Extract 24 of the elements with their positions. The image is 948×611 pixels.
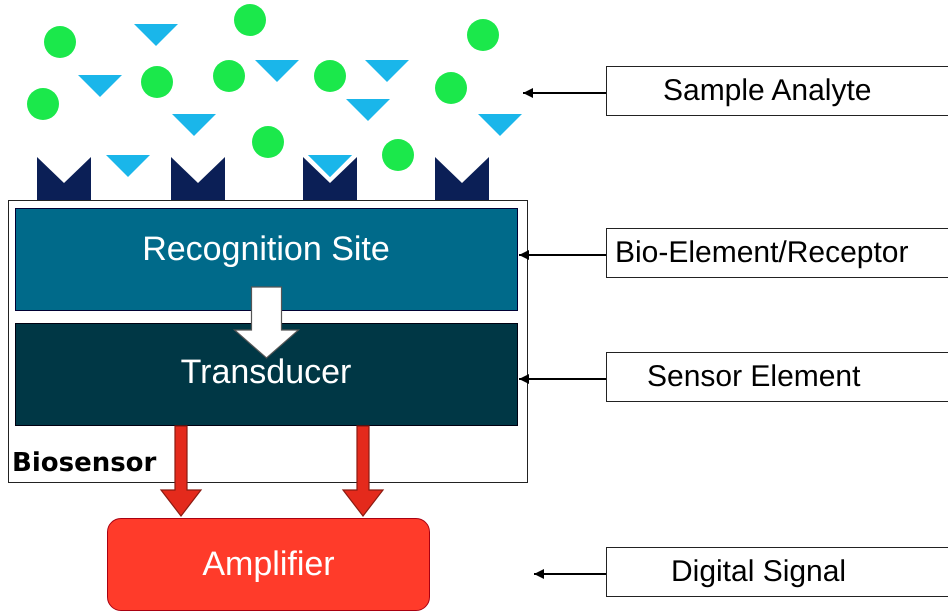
box-title: Recognition Site [142, 230, 390, 268]
label-box [606, 66, 948, 116]
amplifier-box [107, 518, 430, 611]
box-title: Bio-Element/Receptor [615, 236, 908, 270]
box-title: Transducer [180, 352, 352, 392]
arrow [519, 374, 606, 384]
box-title: Sample Analyte [663, 74, 872, 108]
biosensor-label: Biosensor [12, 448, 156, 478]
arrow [523, 88, 606, 98]
box-title: Digital Signal [671, 555, 846, 589]
block-arrow [160, 425, 202, 517]
box-title: Sensor Element [647, 360, 860, 394]
label-box [606, 352, 948, 402]
block-arrow [232, 286, 300, 359]
arrow [534, 569, 606, 579]
arrow [519, 250, 606, 260]
box-title: Amplifier [202, 545, 335, 584]
label-box [606, 228, 948, 278]
label-box [606, 547, 948, 597]
analyte-drawing [27, 4, 522, 177]
transducer-box [14, 322, 518, 426]
biosensor-frame [8, 200, 528, 483]
block-arrow [342, 425, 384, 517]
recognition-site-box [14, 208, 518, 310]
